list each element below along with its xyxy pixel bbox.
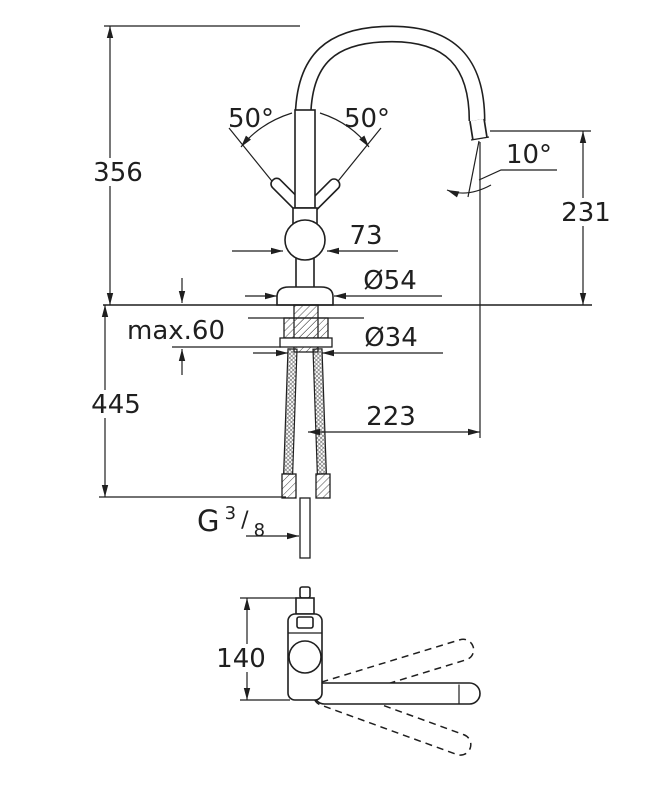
mounting-nut: [283, 317, 329, 339]
dim-34-label: Ø34: [364, 323, 418, 353]
hose-connector-left: [281, 473, 297, 499]
washer: [279, 337, 333, 348]
plan-nozzle: [295, 597, 315, 615]
dim-231-label: 231: [561, 198, 611, 228]
dim-thread-size: G 3 / 8: [197, 503, 299, 541]
thread-denominator: 8: [254, 520, 265, 541]
dim-50-right-label: 50°: [344, 104, 390, 134]
plan-aerator-tab: [299, 586, 311, 599]
stream-angle-line: [467, 140, 480, 198]
flex-hose-left: [283, 348, 298, 475]
faucet-spout: [294, 25, 490, 198]
thread-numerator: 3: [225, 503, 236, 524]
dim-223-label: 223: [366, 402, 416, 432]
hose-connector-right: [315, 473, 331, 499]
dim-plan-length: 140: [216, 597, 297, 701]
faucet-body: [276, 109, 334, 306]
dim-73-label: 73: [349, 221, 382, 251]
dim-max-deck-thickness: max.60: [127, 278, 281, 375]
thread-size-label: G 3 / 8: [197, 503, 265, 541]
dim-body-width: 73: [232, 221, 398, 255]
plan-body: [287, 613, 323, 701]
flex-hose-right: [312, 348, 327, 475]
dim-spout-tilt: 10°: [446, 140, 557, 198]
dim-height-above-deck: 356: [93, 25, 300, 305]
dim-spout-reach: 223: [308, 142, 481, 438]
plan-spout-arm: [313, 682, 481, 705]
plan-view: [287, 586, 481, 756]
supply-tube: [299, 497, 311, 559]
plan-lever-top: [296, 616, 314, 629]
plan-body-circle: [288, 640, 322, 674]
thread-g: G: [197, 504, 219, 538]
dim-max60-label: max.60: [127, 316, 225, 346]
dim-10-label: 10°: [506, 140, 552, 170]
dim-445-label: 445: [91, 390, 141, 420]
dim-base-diameter: Ø54: [245, 266, 442, 300]
dim-outlet-height: 231: [490, 130, 611, 305]
dim-50-left-label: 50°: [228, 104, 274, 134]
dim-140-label: 140: [216, 644, 266, 674]
base-escutcheon: [276, 286, 334, 306]
thread-slash: /: [241, 508, 249, 533]
mounting-hardware: [279, 304, 333, 559]
dim-swivel-angles: 50° 50°: [228, 104, 390, 134]
dim-54-label: Ø54: [363, 266, 417, 296]
aerator-face: [470, 136, 490, 141]
dim-hole-diameter: Ø34: [253, 323, 443, 357]
dim-356-label: 356: [93, 158, 143, 188]
ball-joint: [284, 219, 326, 261]
dim-height-below-deck: 445: [91, 305, 286, 498]
